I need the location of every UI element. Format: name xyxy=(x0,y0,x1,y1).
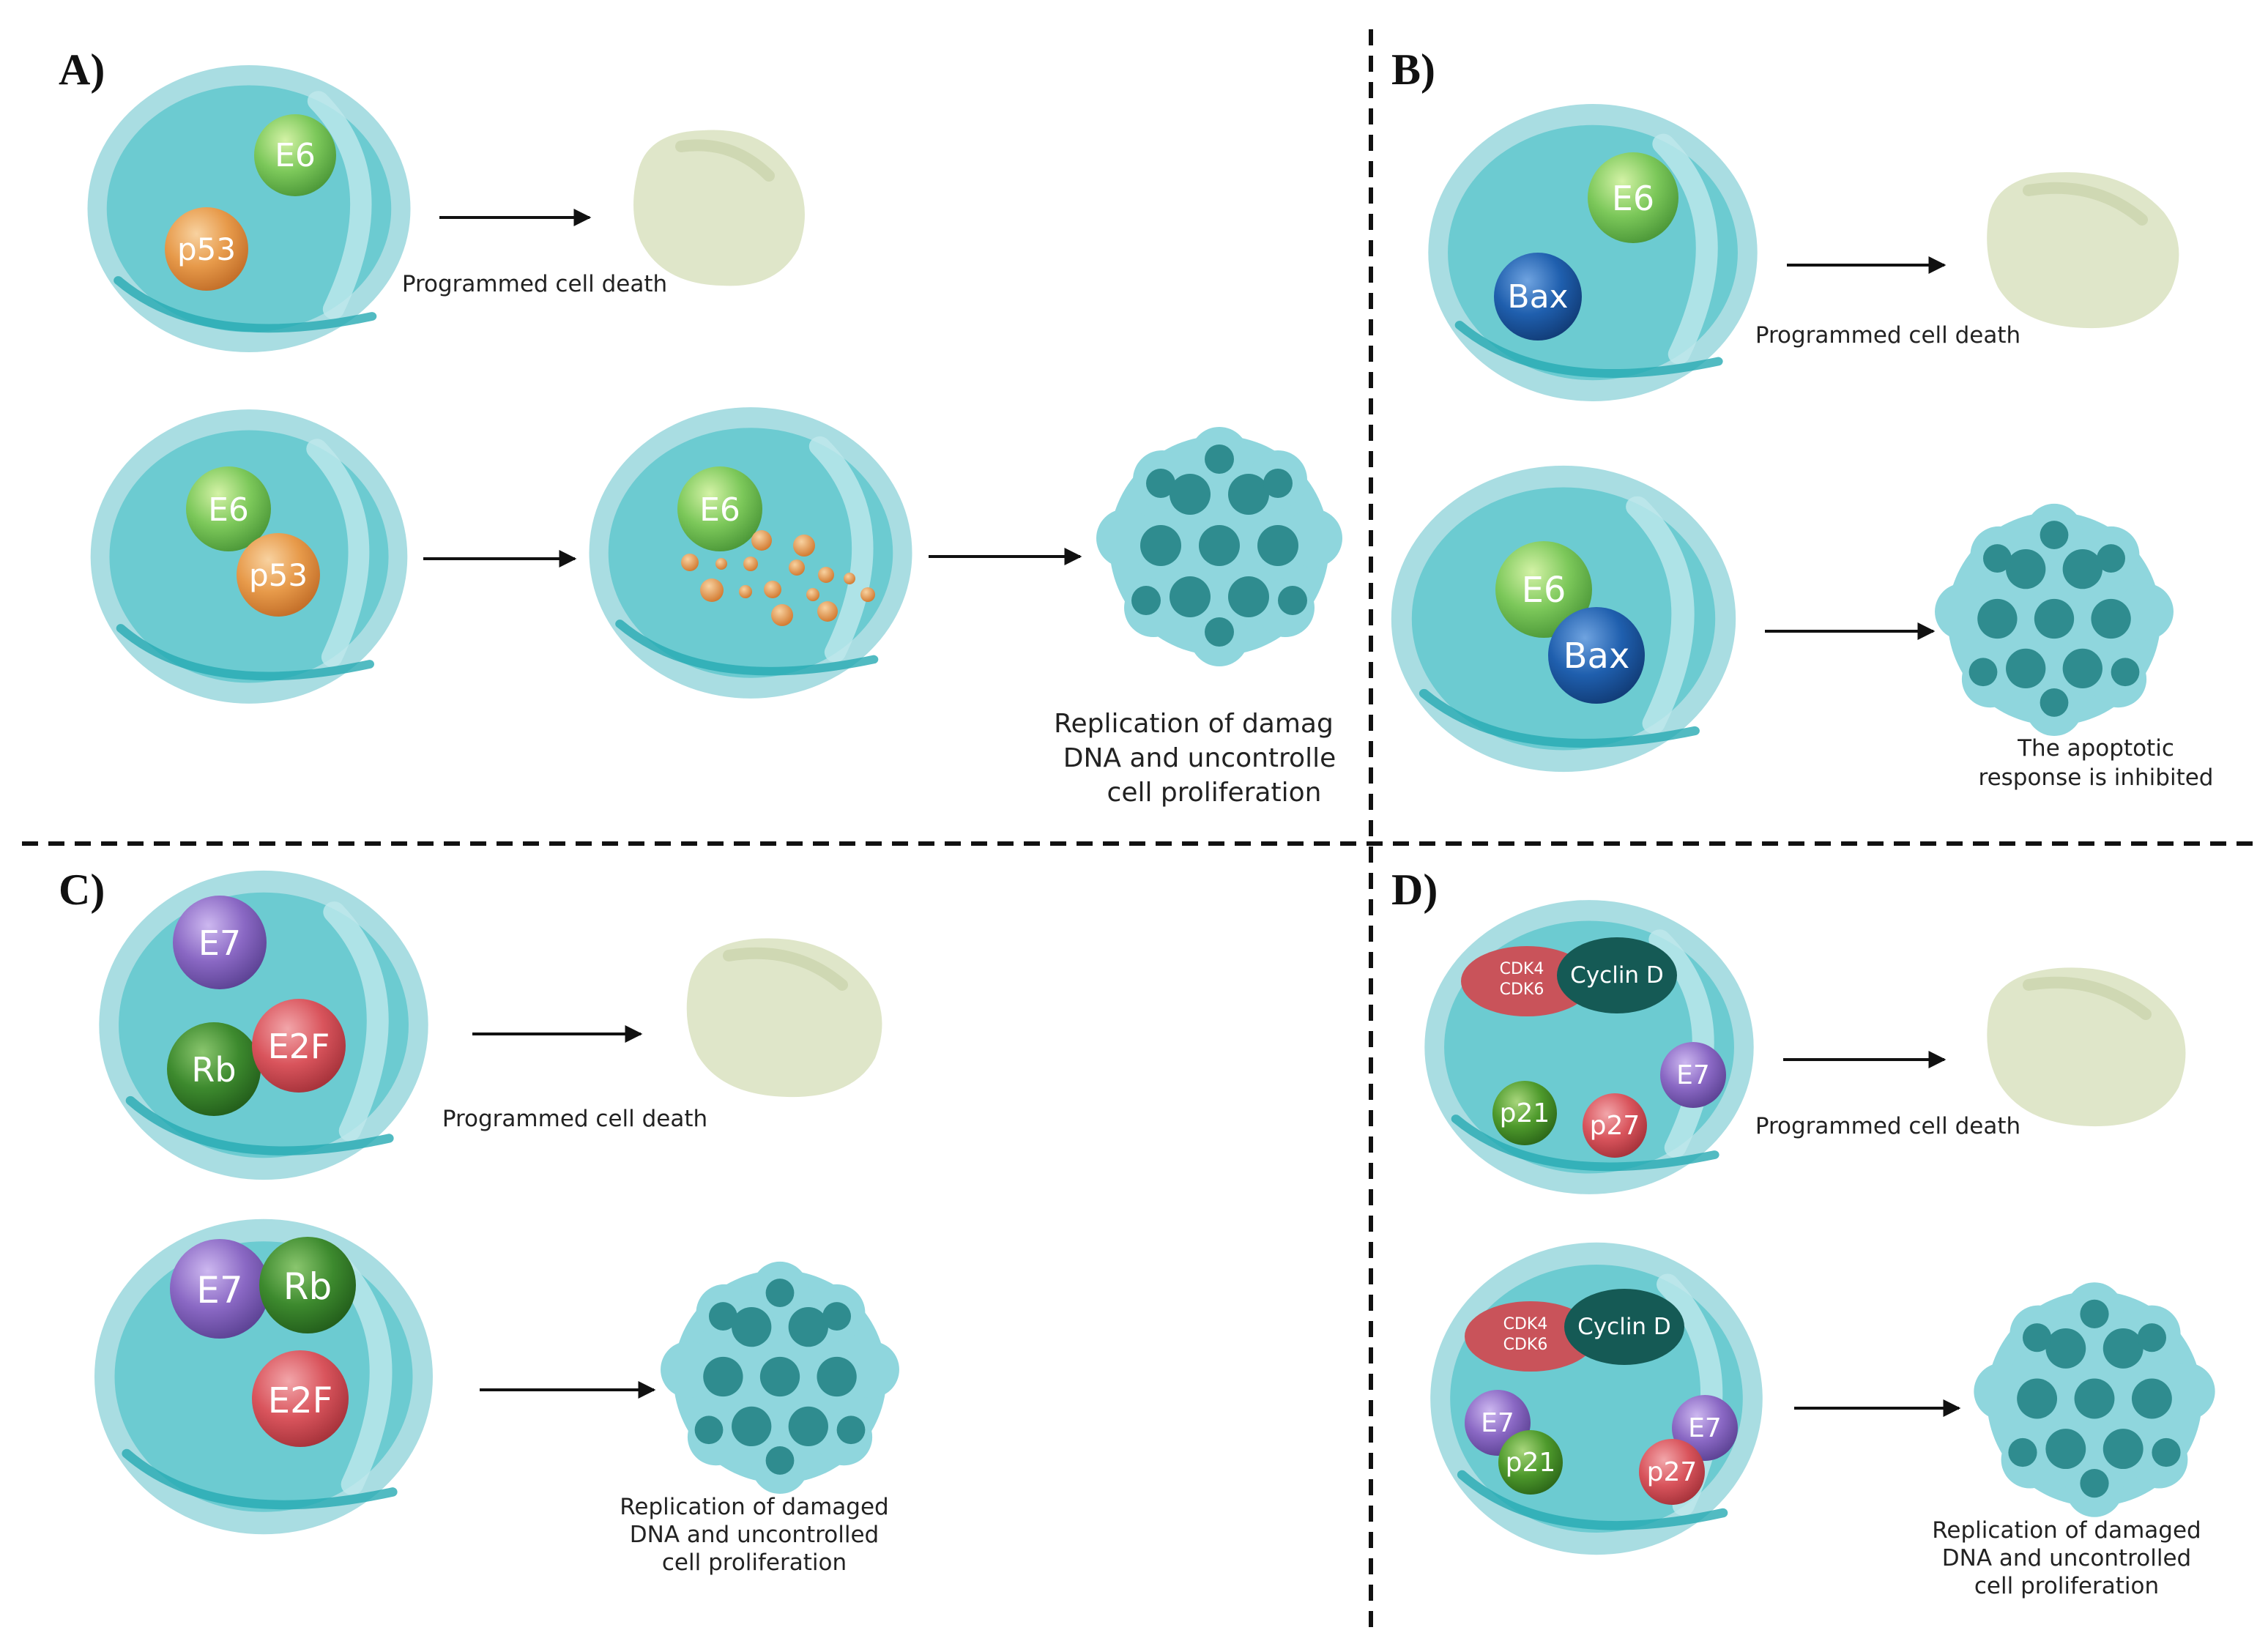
outcome-label-line-3: cell proliferation xyxy=(1974,1573,2159,1599)
protein-p53: p53 xyxy=(165,207,248,291)
svg-text:E6: E6 xyxy=(208,491,249,529)
protein-e6: E6 xyxy=(186,466,271,551)
svg-text:CDK4: CDK4 xyxy=(1503,1315,1548,1333)
svg-text:E2F: E2F xyxy=(268,1380,332,1421)
svg-text:Cyclin D: Cyclin D xyxy=(1577,1314,1671,1340)
outcome-label-line-2: DNA and uncontrolled xyxy=(630,1522,879,1548)
tumor-cluster xyxy=(1935,503,2174,737)
protein-p27: p27 xyxy=(1583,1093,1647,1158)
svg-text:E7: E7 xyxy=(198,923,241,963)
protein-e2f: E2F xyxy=(252,999,346,1093)
outcome-label-line-1: Replication of damaged xyxy=(620,1494,888,1520)
svg-text:E7: E7 xyxy=(196,1269,242,1311)
svg-text:p53: p53 xyxy=(249,557,308,593)
tumor-cluster xyxy=(1096,427,1342,666)
protein-p21: p21 xyxy=(1498,1430,1563,1495)
outcome-label: Programmed cell death xyxy=(442,1106,707,1132)
svg-text:CDK4: CDK4 xyxy=(1500,960,1544,978)
svg-text:CDK6: CDK6 xyxy=(1503,1336,1548,1354)
protein-bax: Bax xyxy=(1548,607,1645,704)
outcome-label-line-1: Replication of damag xyxy=(1054,709,1334,739)
degraded-p53-fragments xyxy=(681,530,875,626)
svg-text:E7: E7 xyxy=(1481,1408,1514,1438)
panel-c: E7 Rb E2F Programmed cell death E7 Rb xyxy=(94,870,899,1576)
cell xyxy=(87,65,411,352)
protein-e7: E7 xyxy=(170,1239,269,1339)
svg-text:Rb: Rb xyxy=(283,1265,332,1308)
cell xyxy=(589,407,912,699)
svg-text:p21: p21 xyxy=(1500,1098,1550,1128)
svg-text:E2F: E2F xyxy=(268,1027,330,1066)
panel-label-d: D) xyxy=(1391,866,1438,914)
protein-p53: p53 xyxy=(237,533,320,617)
protein-e2f: E2F xyxy=(252,1350,349,1447)
protein-rb: Rb xyxy=(167,1022,261,1116)
svg-text:p27: p27 xyxy=(1647,1457,1698,1487)
svg-text:p27: p27 xyxy=(1590,1111,1640,1141)
svg-text:p21: p21 xyxy=(1506,1448,1556,1478)
outcome-label-line-2: DNA and uncontrolled xyxy=(1942,1545,2191,1571)
svg-text:p53: p53 xyxy=(177,231,236,267)
protein-p27: p27 xyxy=(1639,1439,1705,1505)
svg-text:Bax: Bax xyxy=(1507,278,1568,316)
cdk4-cdk6-complex: CDK4 CDK6 xyxy=(1465,1301,1596,1372)
panel-label-a: A) xyxy=(59,45,105,94)
outcome-label-line-2: DNA and uncontrolle xyxy=(1063,743,1336,773)
protein-rb: Rb xyxy=(259,1237,356,1333)
protein-e7: E7 xyxy=(1660,1042,1726,1108)
outcome-label-line-1: Replication of damaged xyxy=(1932,1517,2201,1544)
outcome-label-line-1: The apoptotic xyxy=(2017,735,2174,762)
cell xyxy=(1428,104,1758,401)
outcome-label-line-2: response is inhibited xyxy=(1979,764,2214,791)
svg-text:E6: E6 xyxy=(699,491,740,529)
panel-b: E6 Bax Programmed cell death E6 Bax xyxy=(1391,104,2214,791)
tumor-cluster xyxy=(661,1261,899,1495)
cyclin-d: Cyclin D xyxy=(1564,1289,1684,1365)
tumor-cluster xyxy=(1974,1282,2215,1517)
protein-p21: p21 xyxy=(1492,1081,1557,1145)
svg-text:E7: E7 xyxy=(1688,1413,1722,1443)
cyclin-d: Cyclin D xyxy=(1557,937,1677,1013)
outcome-label-line-3: cell proliferation xyxy=(662,1549,847,1576)
outcome-label: Programmed cell death xyxy=(1755,322,2020,349)
protein-e6: E6 xyxy=(254,114,336,196)
protein-bax: Bax xyxy=(1494,253,1582,341)
svg-text:E6: E6 xyxy=(275,137,316,174)
svg-text:Bax: Bax xyxy=(1564,636,1630,677)
outcome-label: Programmed cell death xyxy=(1755,1113,2020,1139)
svg-text:E6: E6 xyxy=(1612,179,1654,218)
panel-label-c: C) xyxy=(59,866,105,914)
panel-d: CDK4 CDK6 Cyclin D E7 p21 p27 Programmed… xyxy=(1424,900,2215,1599)
panel-label-b: B) xyxy=(1391,45,1435,94)
svg-text:CDK6: CDK6 xyxy=(1500,981,1544,999)
protein-e6: E6 xyxy=(677,466,762,551)
protein-e7: E7 xyxy=(173,896,267,989)
outcome-label: Programmed cell death xyxy=(402,271,667,297)
protein-e6: E6 xyxy=(1495,541,1592,638)
protein-e6: E6 xyxy=(1588,152,1678,243)
panel-a: E6 p53 Programmed cell death E6 p53 xyxy=(87,65,1342,808)
svg-text:Cyclin D: Cyclin D xyxy=(1570,962,1664,989)
outcome-label-line-3: cell proliferation xyxy=(1107,778,1322,808)
svg-text:Rb: Rb xyxy=(191,1050,236,1090)
svg-text:E6: E6 xyxy=(1522,570,1566,611)
svg-text:E7: E7 xyxy=(1676,1060,1710,1090)
